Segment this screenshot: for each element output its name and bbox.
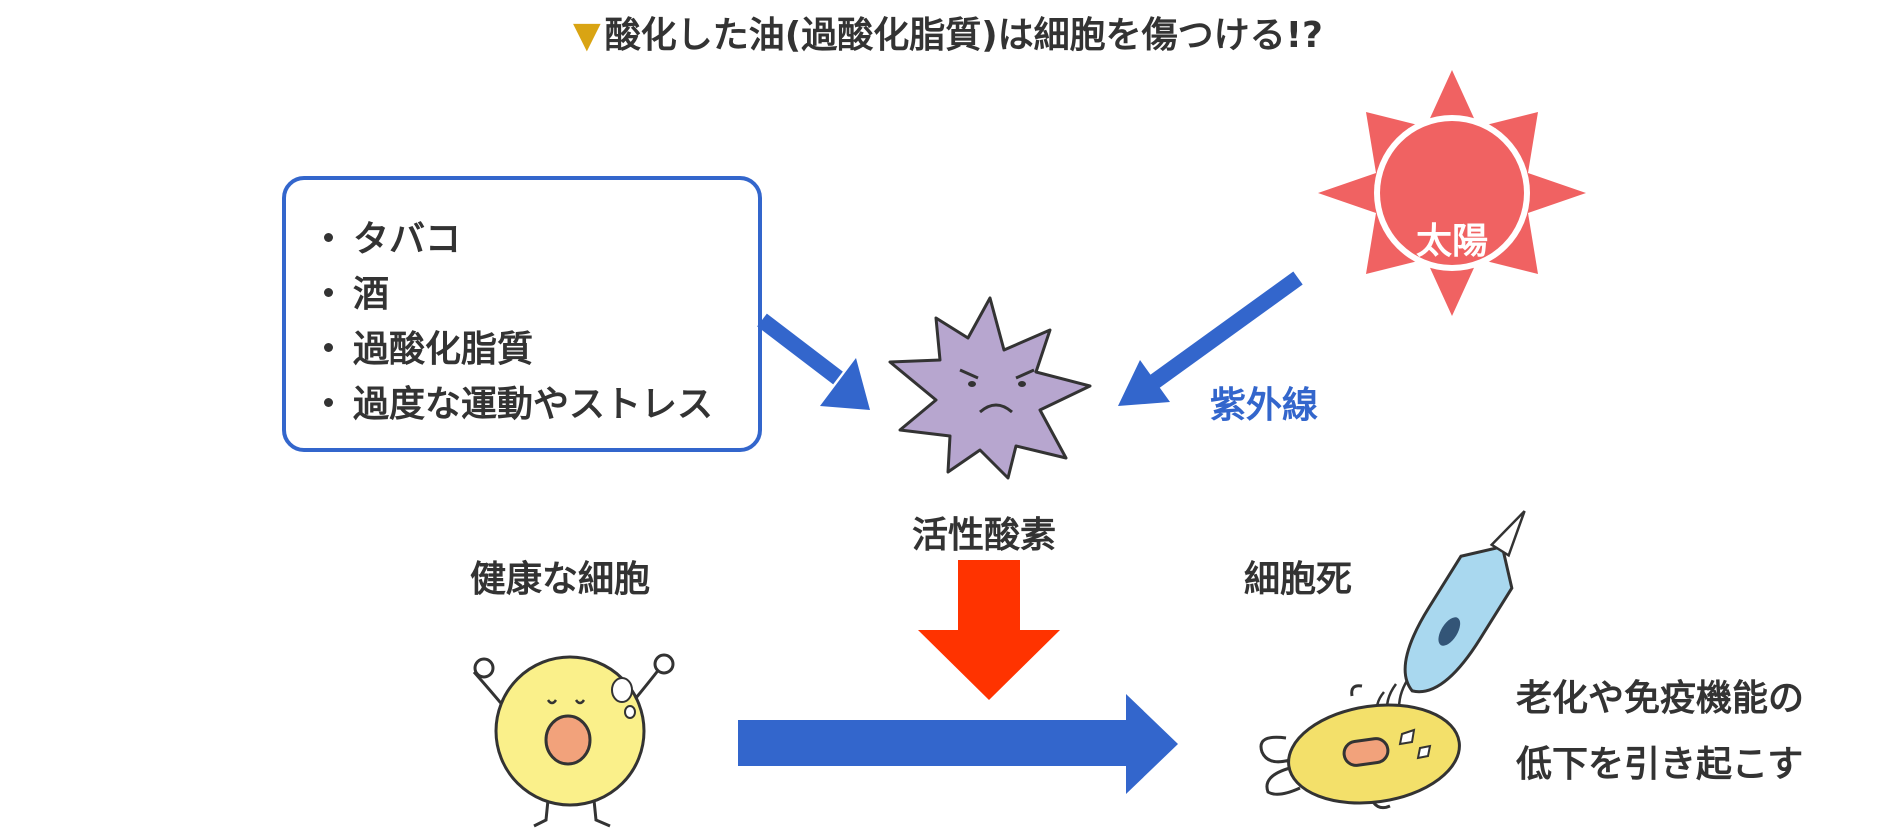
factor-item: 酒 (324, 267, 758, 322)
bullet-icon (324, 232, 333, 242)
arrow-sun-to-oxygen (1118, 271, 1303, 406)
cell-death-label: 細胞死 (1244, 559, 1353, 600)
red-down-arrow (918, 560, 1060, 700)
factor-item-label: 過度な運動やストレス (353, 384, 714, 425)
active-oxygen-icon (888, 296, 1092, 480)
factor-item: タバコ (324, 212, 758, 267)
arrow-factors-to-oxygen (757, 313, 870, 410)
healthy-cell-label: 健康な細胞 (470, 559, 651, 600)
bullet-icon (324, 342, 333, 352)
bullet-icon (324, 287, 333, 297)
triangle-marker-icon: ▼ (573, 15, 601, 56)
result-line-2: 低下を引き起こす (1516, 744, 1804, 785)
factor-item-label: タバコ (353, 219, 462, 260)
active-oxygen-label: 活性酸素 (912, 515, 1057, 556)
uv-label: 紫外線 (1210, 385, 1319, 426)
sun-icon (1318, 70, 1586, 316)
factor-item: 過度な運動やストレス (324, 377, 758, 432)
factor-list: タバコ 酒 過酸化脂質 過度な運動やストレス (286, 180, 758, 432)
factor-item-label: 過酸化脂質 (353, 329, 534, 370)
sun-label: 太陽 (1415, 221, 1488, 262)
blue-right-arrow (738, 694, 1178, 794)
dead-cell-icon (1259, 510, 1526, 810)
result-line-1: 老化や免疫機能の (1516, 678, 1805, 719)
healthy-cell-icon (472, 653, 675, 828)
bullet-icon (324, 397, 333, 407)
page-title: ▼酸化した油(過酸化脂質)は細胞を傷つける!? (0, 6, 1896, 58)
result-text: 老化や免疫機能の 低下を引き起こす (1516, 666, 1804, 798)
factor-box: タバコ 酒 過酸化脂質 過度な運動やストレス (282, 176, 762, 452)
factor-item-label: 酒 (353, 274, 390, 315)
factor-item: 過酸化脂質 (324, 322, 758, 377)
page-title-text: 酸化した油(過酸化脂質)は細胞を傷つける!? (604, 15, 1323, 56)
